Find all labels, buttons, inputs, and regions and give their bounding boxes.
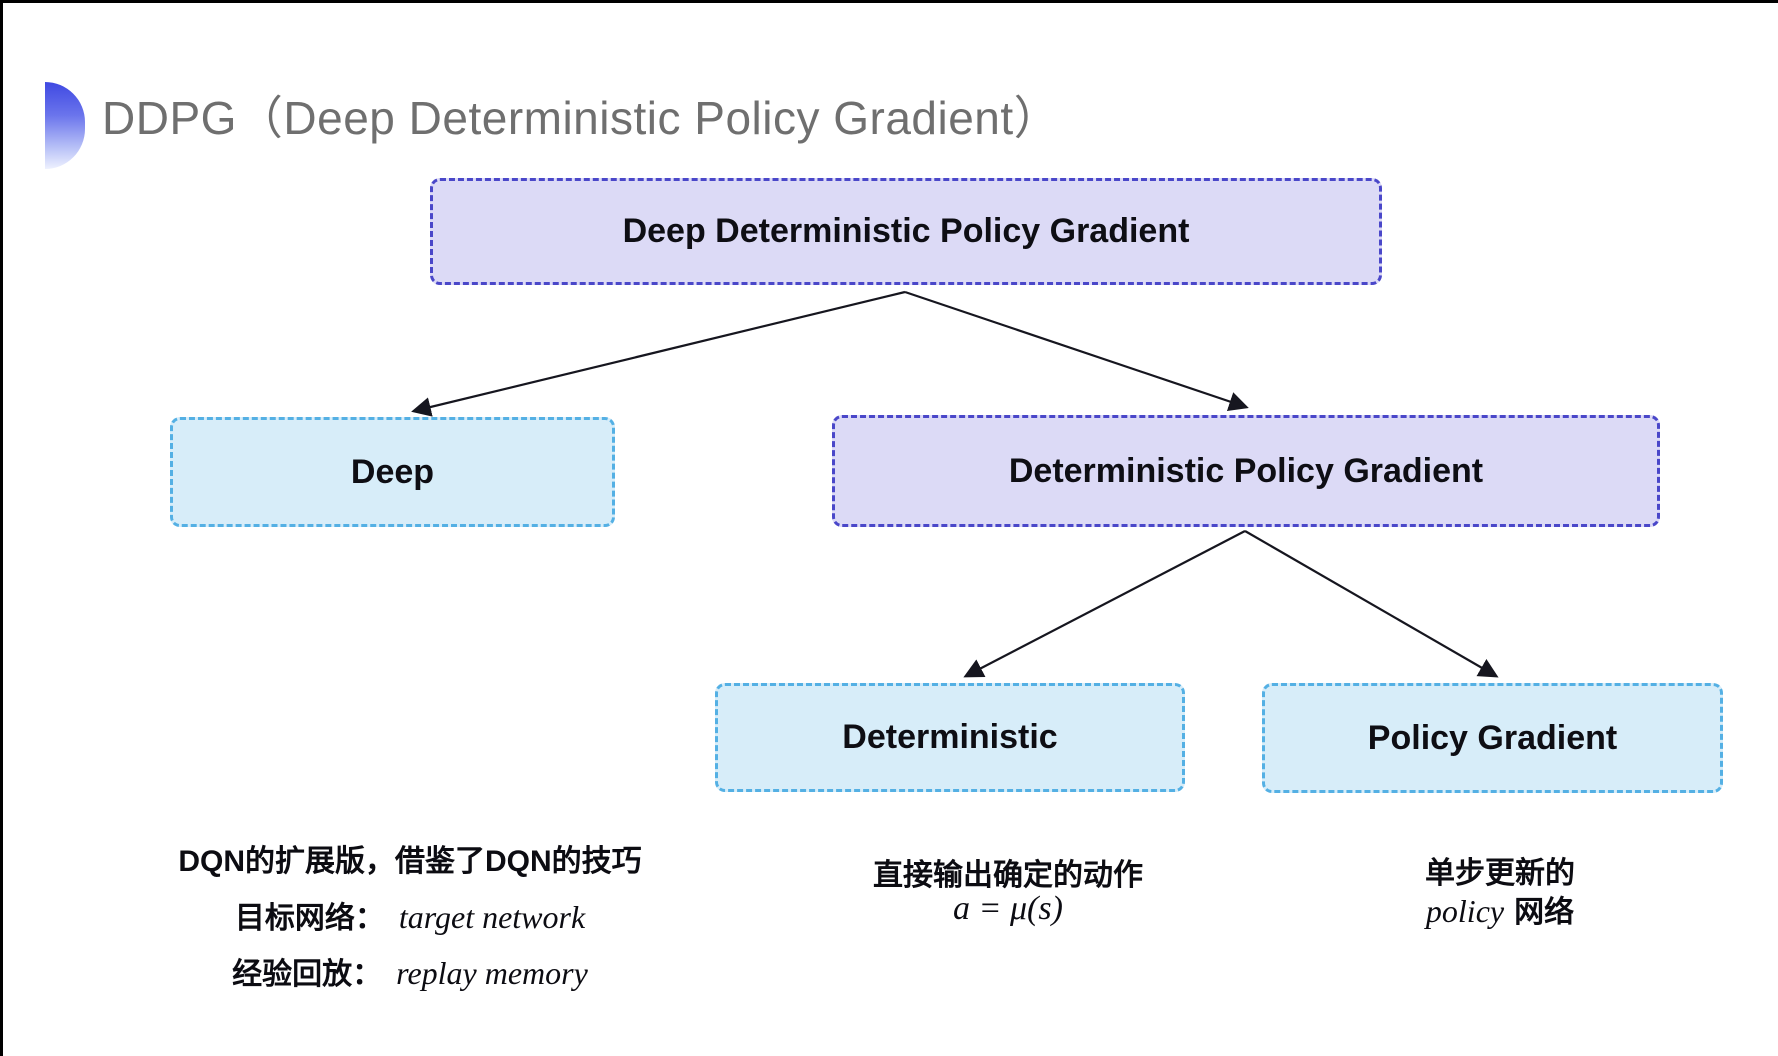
replay-memory-label: 经验回放： [232, 958, 383, 991]
policy-gradient-note-text: 单步更新的 [1425, 857, 1575, 890]
deep-note-text: DQN的扩展版，借鉴了DQN的技巧 [178, 845, 642, 878]
title-bullet-icon [45, 82, 85, 169]
slide-title: DDPG（Deep Deterministic Policy Gradient） [102, 92, 1061, 144]
node-label: Deterministic Policy Gradient [1008, 451, 1484, 490]
arrow-dpg-to-policy-gradient [1244, 530, 1499, 678]
node-label: Deep Deterministic Policy Gradient [622, 212, 1190, 250]
arrow-root-to-dpg [904, 290, 1249, 412]
arrow-root-to-deep [411, 290, 906, 417]
replay-memory-term: replay memory [396, 955, 588, 991]
node-deterministic-policy-gradient: Deterministic Policy Gradient [832, 415, 1660, 527]
target-network-term: target network [398, 899, 586, 935]
arrow-dpg-to-deterministic [963, 530, 1246, 678]
policy-term: policy [1425, 893, 1505, 929]
node-label: Policy Gradient [1367, 718, 1618, 757]
node-deep-deterministic-policy-gradient: Deep Deterministic Policy Gradient [430, 178, 1382, 285]
node-label: Deep [350, 452, 435, 491]
target-network-label: 目标网络： [234, 902, 385, 935]
deterministic-note-text: 直接输出确定的动作 [873, 859, 1143, 892]
frame-left-border [0, 0, 3, 1056]
network-suffix: 网络 [1514, 896, 1575, 929]
policy-gradient-note-line1: 单步更新的 [1300, 848, 1700, 892]
deep-note-line1: DQN的扩展版，借鉴了DQN的技巧 [110, 836, 710, 880]
frame-top-border [0, 0, 1778, 3]
mu-formula: a = μ(s) [953, 890, 1063, 927]
deterministic-note-line1: 直接输出确定的动作 [808, 850, 1208, 894]
node-deterministic: Deterministic [715, 683, 1185, 792]
node-label: Deterministic [842, 718, 1058, 756]
deep-note-line2: 目标网络： target network [110, 893, 710, 937]
node-deep: Deep [170, 417, 615, 527]
policy-gradient-note-line2: policy 网络 [1300, 887, 1700, 931]
deterministic-note-formula: a = μ(s) [808, 890, 1208, 928]
deep-note-line3: 经验回放： replay memory [110, 949, 710, 993]
node-policy-gradient: Policy Gradient [1262, 683, 1723, 793]
